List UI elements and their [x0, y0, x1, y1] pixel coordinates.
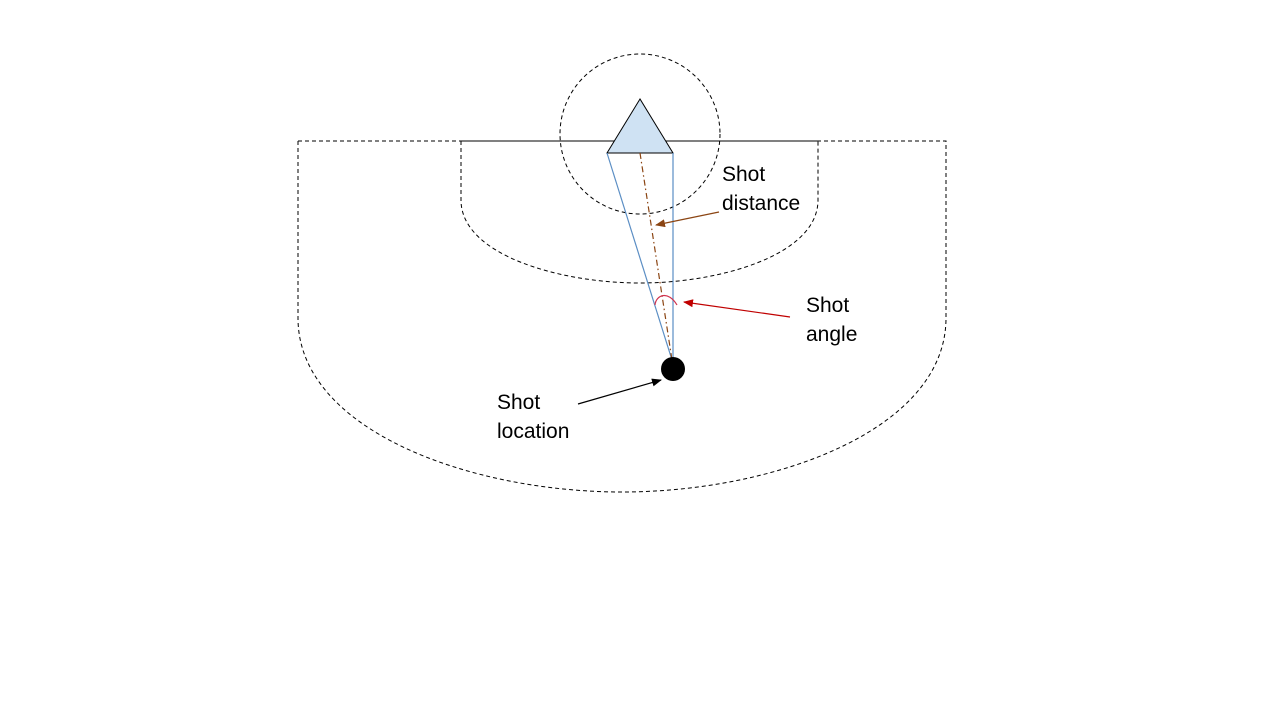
outer-zone-outline [297, 140, 947, 493]
distance-line [639, 152, 673, 361]
angle-arc [654, 295, 678, 306]
goal-area-circle [559, 53, 721, 215]
shot-angle-label-line1: Shot [806, 294, 849, 317]
shot-distance-label-line1: Shot [722, 163, 765, 186]
angle-arrow [683, 299, 791, 318]
angle-line-left [606, 152, 673, 361]
distance-arrow [655, 211, 720, 228]
triangle-goal-icon [606, 98, 674, 154]
shot-ball-icon [661, 357, 685, 381]
shot-location-label-line2: location [497, 420, 569, 443]
shot-distance-label: Shot distance [722, 163, 800, 215]
shot-location-label: Shot location [497, 391, 569, 443]
shot-angle-label-line2: angle [806, 323, 857, 346]
shot-location-label-line1: Shot [497, 391, 540, 414]
location-arrow [577, 378, 662, 405]
shot-angle-label: Shot angle [806, 294, 857, 346]
shot-distance-label-line2: distance [722, 192, 800, 215]
